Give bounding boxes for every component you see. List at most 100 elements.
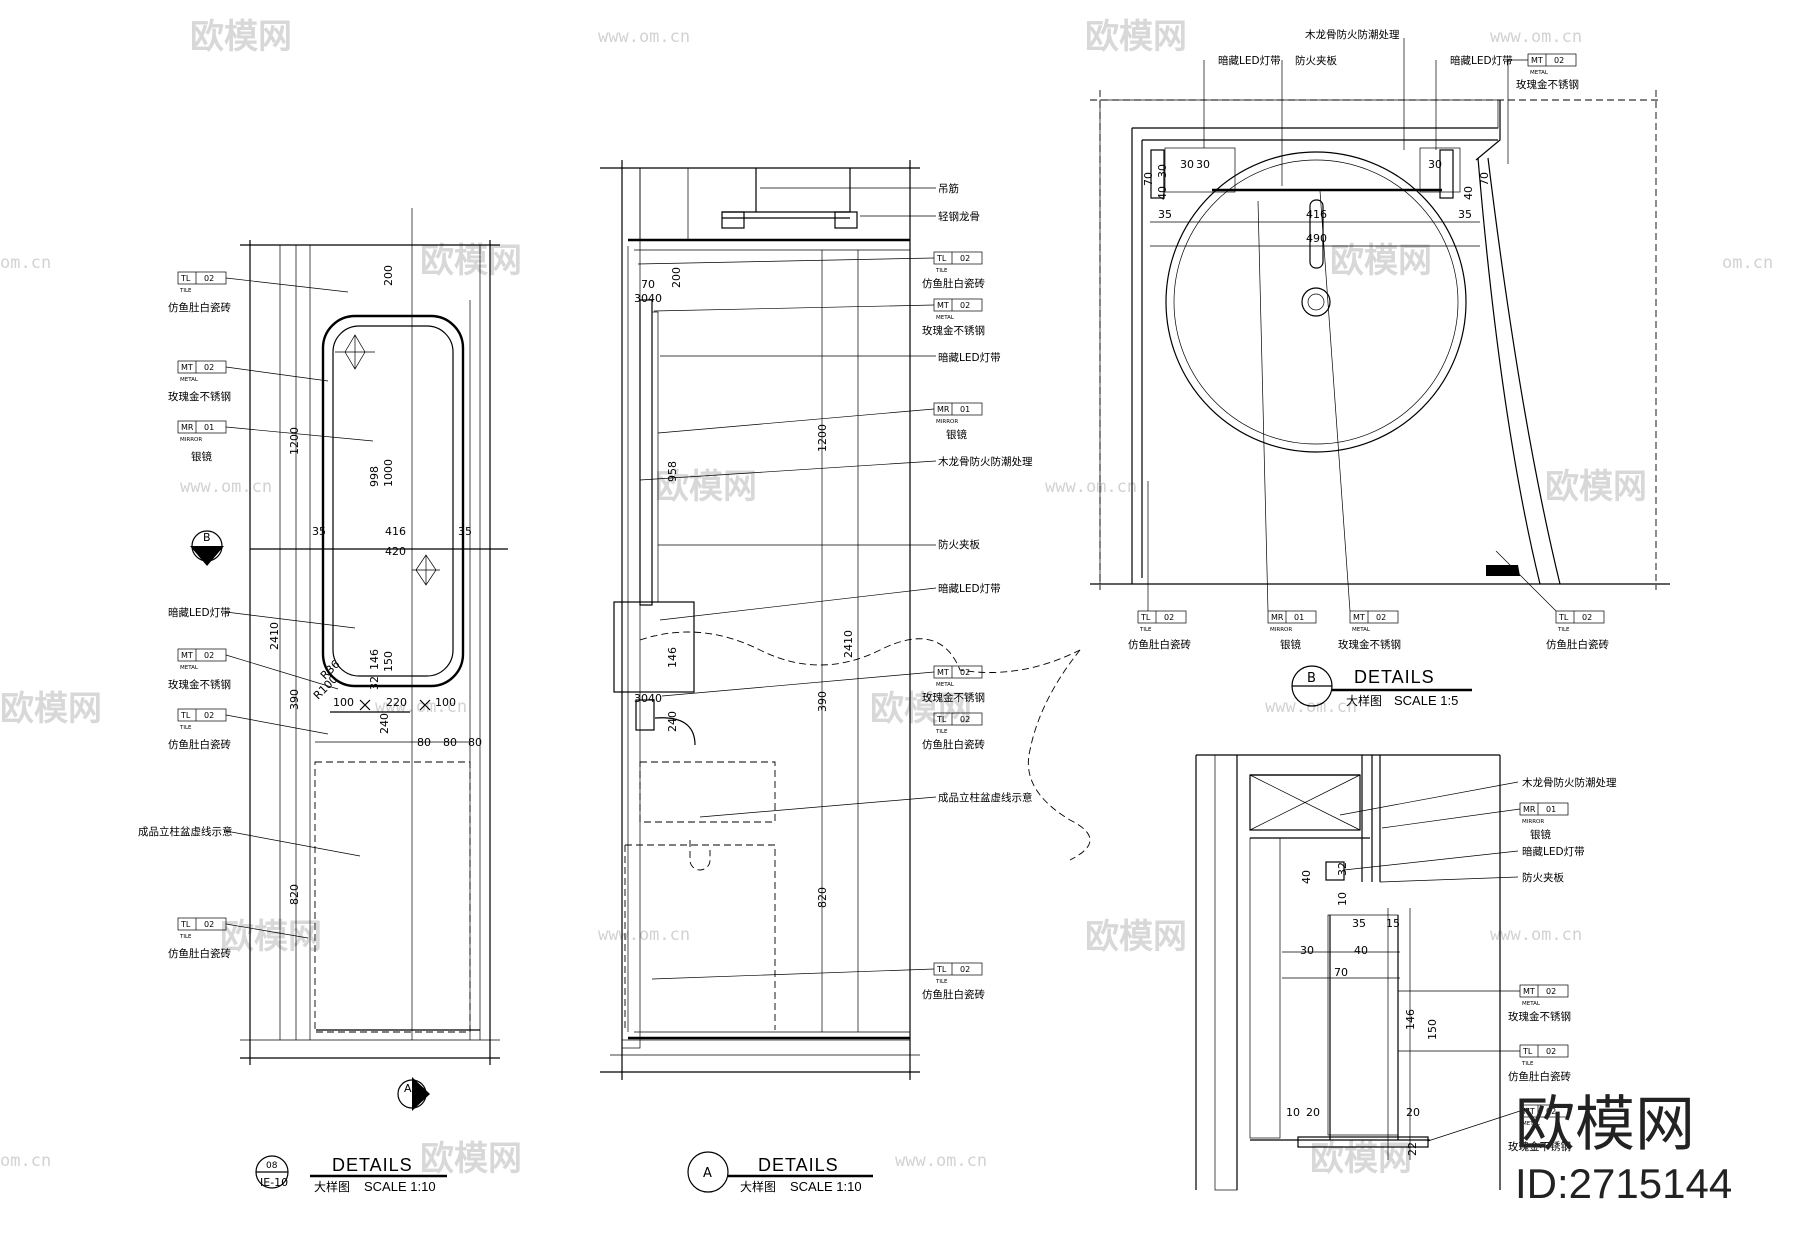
- svg-text:仿鱼肚白瓷砖: 仿鱼肚白瓷砖: [922, 277, 985, 290]
- svg-text:2410: 2410: [842, 630, 855, 658]
- svg-text:仿鱼肚白瓷砖: 仿鱼肚白瓷砖: [1546, 638, 1609, 651]
- watermark-brand: 欧模网: [190, 17, 292, 57]
- svg-text:仿鱼肚白瓷砖: 仿鱼肚白瓷砖: [168, 738, 231, 751]
- svg-text:240: 240: [666, 711, 679, 732]
- watermark-brand: 欧模网: [220, 917, 322, 957]
- svg-text:02: 02: [204, 274, 214, 283]
- watermark-layer: 欧模网 欧模网 欧模网 欧模网 欧模网 欧模网 欧模网 欧模网 欧模网 欧模网 …: [0, 17, 1773, 1179]
- svg-text:416: 416: [1306, 208, 1327, 221]
- watermark-brand: 欧模网: [420, 1139, 522, 1179]
- svg-text:02: 02: [960, 965, 970, 974]
- svg-text:240: 240: [378, 713, 391, 734]
- svg-text:TL: TL: [936, 965, 947, 974]
- svg-text:20: 20: [1406, 1106, 1420, 1119]
- svg-text:MT: MT: [1353, 613, 1365, 622]
- svg-text:30: 30: [1180, 158, 1194, 171]
- svg-text:150: 150: [382, 651, 395, 672]
- note-led: 暗藏LED灯带: [938, 582, 1001, 595]
- svg-text:200: 200: [670, 267, 683, 288]
- svg-text:100: 100: [333, 696, 354, 709]
- watermark-url: om.cn: [0, 1151, 51, 1171]
- svg-text:仿鱼肚白瓷砖: 仿鱼肚白瓷砖: [168, 947, 231, 960]
- svg-text:MIRROR: MIRROR: [1522, 819, 1544, 825]
- svg-text:02: 02: [960, 254, 970, 263]
- svg-text:01: 01: [1294, 613, 1304, 622]
- tag-tl02: TL 02 TILE 仿鱼肚白瓷砖: [637, 251, 985, 290]
- svg-text:30: 30: [1428, 158, 1442, 171]
- brand-id: ID:2715144: [1515, 1160, 1732, 1207]
- svg-text:TL: TL: [180, 274, 191, 283]
- svg-text:150: 150: [1426, 1019, 1439, 1040]
- svg-text:DETAILS: DETAILS: [1354, 667, 1435, 687]
- svg-text:32: 32: [1336, 862, 1349, 876]
- svg-text:TILE: TILE: [935, 268, 948, 274]
- detail-b-plan: 70 30 40 30 30 30 70 40 35 35 416 490 木龙…: [1090, 28, 1670, 708]
- svg-text:220: 220: [386, 696, 407, 709]
- svg-text:银镜: 银镜: [191, 450, 212, 463]
- svg-text:大样图: 大样图: [740, 1179, 776, 1194]
- svg-text:仿鱼肚白瓷砖: 仿鱼肚白瓷砖: [922, 988, 985, 1001]
- note-fireboard: 防火夹板: [1295, 54, 1337, 67]
- note-fireboard: 防火夹板: [1522, 871, 1564, 884]
- svg-text:MIRROR: MIRROR: [936, 419, 958, 425]
- svg-text:SCALE 1:5: SCALE 1:5: [1394, 693, 1458, 708]
- watermark-brand: 欧模网: [1310, 1139, 1412, 1179]
- svg-text:80: 80: [417, 736, 431, 749]
- svg-text:玫瑰金不锈钢: 玫瑰金不锈钢: [922, 324, 985, 337]
- svg-text:METAL: METAL: [180, 377, 199, 383]
- svg-text:仿鱼肚白瓷砖: 仿鱼肚白瓷砖: [922, 738, 985, 751]
- svg-text:30: 30: [1156, 164, 1169, 178]
- watermark-brand: 欧模网: [870, 689, 972, 729]
- brand-mark: 欧模网 ID:2715144: [1515, 1090, 1732, 1207]
- svg-text:35: 35: [458, 525, 472, 538]
- svg-text:B: B: [203, 531, 211, 544]
- note-wood-fire: 木龙骨防火防潮处理: [938, 455, 1033, 468]
- svg-text:30: 30: [1196, 158, 1210, 171]
- svg-text:TILE: TILE: [1557, 627, 1570, 633]
- svg-text:TL: TL: [936, 715, 947, 724]
- note-fireboard: 防火夹板: [938, 538, 980, 551]
- svg-text:100: 100: [435, 696, 456, 709]
- svg-text:TL: TL: [936, 254, 947, 263]
- svg-text:958: 958: [666, 461, 679, 482]
- svg-text:MR: MR: [181, 423, 194, 432]
- svg-text:TL: TL: [180, 711, 191, 720]
- svg-text:10: 10: [1336, 892, 1349, 906]
- note-keel: 轻钢龙骨: [938, 210, 980, 223]
- svg-text:METAL: METAL: [1352, 627, 1371, 633]
- svg-text:390: 390: [816, 691, 829, 712]
- svg-text:02: 02: [1376, 613, 1386, 622]
- svg-text:MR: MR: [937, 405, 950, 414]
- detail-c-section: 40 32 10 35 15 30 40 70 146 150 10 20 20…: [1195, 754, 1617, 1191]
- svg-text:20: 20: [1306, 1106, 1320, 1119]
- svg-text:METAL: METAL: [1530, 70, 1549, 76]
- watermark-url: www.om.cn: [1490, 925, 1582, 945]
- watermark-url: www.om.cn: [1045, 477, 1137, 497]
- svg-text:02: 02: [204, 920, 214, 929]
- svg-text:仿鱼肚白瓷砖: 仿鱼肚白瓷砖: [168, 301, 231, 314]
- svg-text:SCALE 1:10: SCALE 1:10: [790, 1179, 862, 1194]
- svg-text:MT: MT: [937, 301, 949, 310]
- svg-text:70: 70: [1334, 966, 1348, 979]
- svg-text:B: B: [1307, 671, 1316, 686]
- svg-text:35: 35: [1352, 917, 1366, 930]
- watermark-brand: 欧模网: [1085, 17, 1187, 57]
- svg-text:35: 35: [1158, 208, 1172, 221]
- detail-b-title: B DETAILS 大样图 SCALE 1:5: [1291, 665, 1472, 708]
- watermark-url: www.om.cn: [180, 477, 272, 497]
- note-basin: 成品立柱盆虚线示意: [938, 791, 1033, 804]
- svg-text:70: 70: [641, 278, 655, 291]
- svg-text:METAL: METAL: [1522, 1001, 1541, 1007]
- svg-text:30: 30: [1300, 944, 1314, 957]
- svg-text:DETAILS: DETAILS: [332, 1155, 413, 1175]
- svg-text:02: 02: [204, 651, 214, 660]
- svg-text:MT: MT: [1523, 1107, 1535, 1116]
- svg-text:80: 80: [468, 736, 482, 749]
